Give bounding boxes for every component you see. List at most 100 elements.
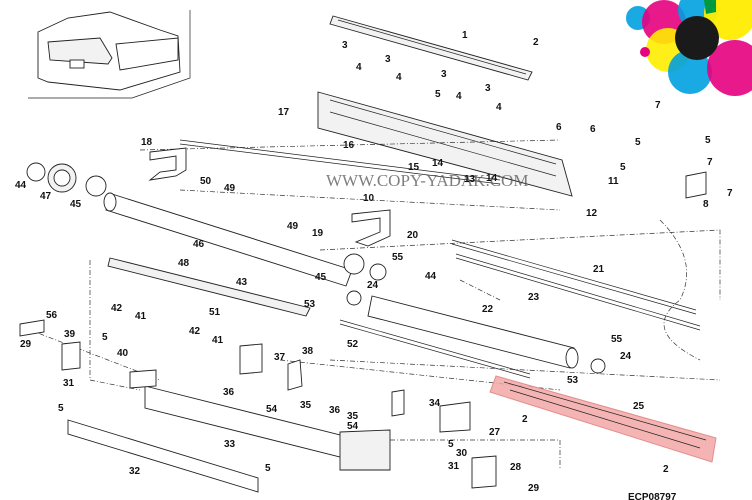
- callout-label-40: 40: [117, 348, 129, 359]
- callout-label-15: 15: [408, 162, 420, 173]
- callout-label-41: 41: [212, 335, 224, 346]
- callout-label-42: 42: [111, 303, 123, 314]
- callout-label-4: 4: [456, 91, 462, 102]
- printer-overview-inset: [28, 10, 191, 99]
- callout-label-42: 42: [189, 326, 201, 337]
- callout-label-14: 14: [432, 158, 444, 169]
- callout-label-37: 37: [274, 352, 286, 363]
- callout-label-33: 33: [224, 439, 236, 450]
- callout-label-35: 35: [347, 411, 359, 422]
- callout-label-5: 5: [102, 332, 108, 343]
- callout-label-4: 4: [396, 72, 402, 83]
- callout-label-49: 49: [287, 221, 299, 232]
- connector-part-8: [685, 171, 707, 199]
- rod-part-52: [339, 319, 531, 379]
- callout-label-56: 56: [46, 310, 58, 321]
- callout-label-17: 17: [278, 107, 290, 118]
- callout-label-1: 1: [462, 30, 468, 41]
- callout-label-38: 38: [302, 346, 314, 357]
- callout-label-45: 45: [70, 199, 82, 210]
- callout-label-24: 24: [367, 280, 379, 291]
- figure-code: ECP08797: [628, 492, 677, 500]
- callout-label-5: 5: [620, 162, 626, 173]
- callout-label-36: 36: [329, 405, 341, 416]
- callout-label-34: 34: [429, 398, 441, 409]
- callout-label-48: 48: [178, 258, 190, 269]
- callout-label-27: 27: [489, 427, 501, 438]
- small-brackets: [19, 319, 497, 489]
- callout-label-23: 23: [528, 292, 540, 303]
- callout-label-55: 55: [392, 252, 404, 263]
- callout-label-8: 8: [703, 199, 709, 210]
- highlighted-exit-guide-part-25[interactable]: [489, 375, 717, 463]
- callout-label-2: 2: [522, 414, 528, 425]
- callout-label-7: 7: [655, 100, 661, 111]
- callout-label-10: 10: [363, 193, 375, 204]
- callout-label-50: 50: [200, 176, 212, 187]
- callout-label-3: 3: [485, 83, 491, 94]
- callout-label-44: 44: [15, 180, 27, 191]
- callout-label-22: 22: [482, 304, 494, 315]
- callout-label-5: 5: [448, 439, 454, 450]
- callout-label-52: 52: [347, 339, 359, 350]
- lower-frame-part-33: [144, 385, 391, 471]
- callout-label-55: 55: [611, 334, 623, 345]
- callout-label-51: 51: [209, 307, 221, 318]
- callout-label-7: 7: [727, 188, 733, 199]
- callout-label-12: 12: [586, 208, 598, 219]
- callout-label-2: 2: [663, 464, 669, 475]
- cmyk-logo: [626, 0, 752, 96]
- gear-bearing-set: [26, 162, 387, 281]
- callout-label-31: 31: [448, 461, 460, 472]
- callout-label-53: 53: [567, 375, 579, 386]
- callout-label-3: 3: [342, 40, 348, 51]
- callout-label-3: 3: [441, 69, 447, 80]
- callout-label-4: 4: [356, 62, 362, 73]
- callout-label-53: 53: [304, 299, 316, 310]
- callout-label-25: 25: [633, 401, 645, 412]
- callout-label-5: 5: [58, 403, 64, 414]
- exit-frame-part-11: [317, 91, 573, 197]
- callout-label-46: 46: [193, 239, 205, 250]
- callout-label-2: 2: [533, 37, 539, 48]
- callout-label-5: 5: [705, 135, 711, 146]
- callout-label-21: 21: [593, 264, 605, 275]
- callout-label-5: 5: [265, 463, 271, 474]
- callout-label-6: 6: [556, 122, 562, 133]
- callout-label-32: 32: [129, 466, 141, 477]
- callout-label-45: 45: [315, 272, 327, 283]
- callout-label-24: 24: [620, 351, 632, 362]
- callout-label-43: 43: [236, 277, 248, 288]
- callout-label-28: 28: [510, 462, 522, 473]
- plate-part-32: [67, 419, 259, 493]
- pressure-roller-part-22: [346, 290, 606, 374]
- callout-label-54: 54: [347, 421, 359, 432]
- callout-label-30: 30: [456, 448, 468, 459]
- callout-label-31: 31: [63, 378, 75, 389]
- callout-label-5: 5: [635, 137, 641, 148]
- callout-label-54: 54: [266, 404, 278, 415]
- callout-label-29: 29: [528, 483, 540, 494]
- callout-label-16: 16: [343, 140, 355, 151]
- callout-label-39: 39: [64, 329, 76, 340]
- callout-label-36: 36: [223, 387, 235, 398]
- callout-label-4: 4: [496, 102, 502, 113]
- rod-part-16: [179, 139, 501, 185]
- callout-label-11: 11: [608, 176, 619, 187]
- watermark: WWW.COPY-YADAK.COM: [326, 171, 528, 190]
- upper-guide-part-1: [329, 15, 533, 81]
- rod-part-21: [451, 239, 697, 315]
- callout-label-3: 3: [385, 54, 391, 65]
- callout-label-19: 19: [312, 228, 324, 239]
- callout-label-6: 6: [590, 124, 596, 135]
- callout-label-5: 5: [435, 89, 441, 100]
- guide-part-43: [107, 257, 311, 317]
- callout-label-7: 7: [707, 157, 713, 168]
- callout-label-14: 14: [486, 173, 498, 184]
- bracket-part-18: [148, 147, 187, 181]
- callout-label-44: 44: [425, 271, 437, 282]
- callout-label-13: 13: [464, 174, 476, 185]
- heat-roller-part-46: [103, 192, 353, 287]
- callout-label-49: 49: [224, 183, 236, 194]
- callout-label-47: 47: [40, 191, 52, 202]
